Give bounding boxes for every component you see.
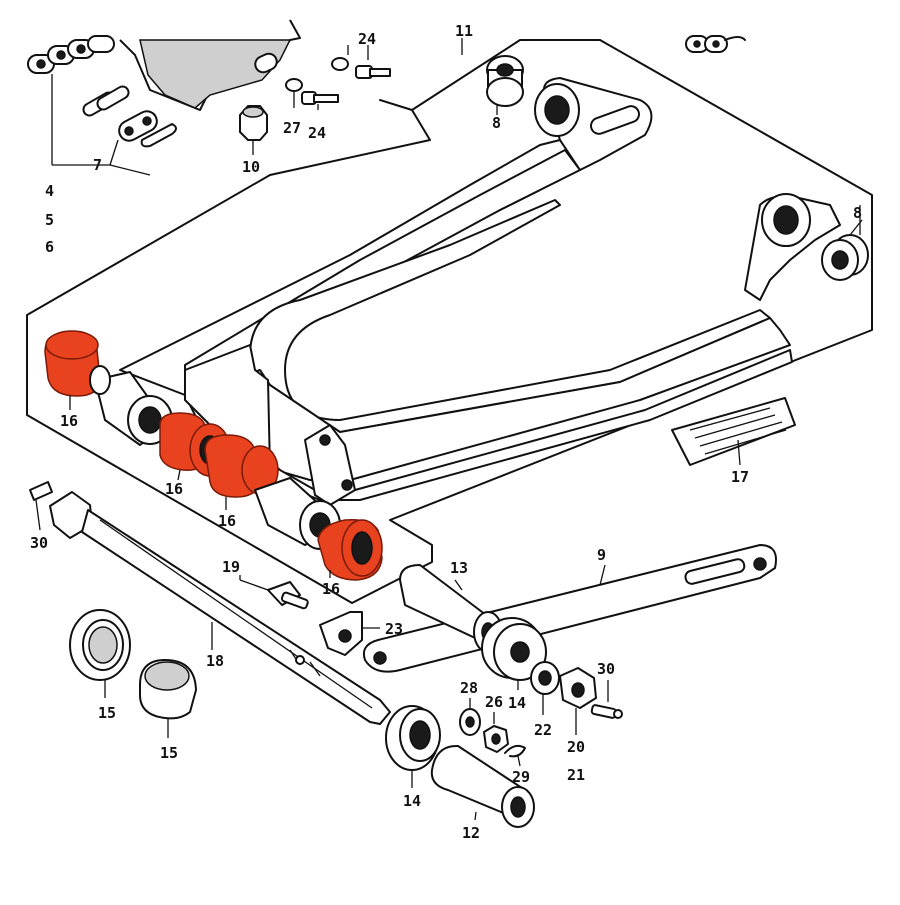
- callout-12: 12: [462, 824, 480, 842]
- pivot-bushing-set: [94, 371, 173, 446]
- drive-chain-part: [27, 35, 115, 74]
- callout-26: 26: [485, 693, 503, 711]
- callout-30-right: 30: [597, 660, 615, 678]
- thrust-washer-part-14-upper: [481, 617, 547, 690]
- bearing-part-15-b: [139, 659, 197, 738]
- callout-8-right: 8: [853, 204, 862, 222]
- callout-4: 4: [45, 182, 54, 200]
- callout-11: 11: [455, 22, 473, 40]
- label-decal-part-17: [671, 397, 796, 466]
- callout-15-a: 15: [98, 704, 116, 722]
- sleeve-part-12: [430, 744, 535, 828]
- callout-24-top: 24: [358, 30, 376, 48]
- callout-28: 28: [460, 679, 478, 697]
- callout-15-b: 15: [160, 744, 178, 762]
- washer-part-22: [530, 661, 560, 715]
- swing-arm: [119, 77, 869, 506]
- callout-22: 22: [534, 721, 552, 739]
- cotter-pin-part-30-right: [590, 680, 623, 719]
- washer-part-28: [459, 698, 481, 736]
- callout-labels: 4 5 6 7 8 8 9 10 11 12 13 14 14 15 15 16…: [30, 22, 862, 842]
- callout-16-center-b: 16: [218, 512, 236, 530]
- callout-6: 6: [45, 238, 54, 256]
- bushing-part-16-center-b: [204, 434, 279, 498]
- callout-9: 9: [597, 546, 606, 564]
- nut-part-20: [559, 667, 597, 735]
- nut-part-26: [483, 712, 509, 753]
- frame-bracket-part: [119, 19, 301, 111]
- bracket-part-23: [319, 611, 380, 656]
- assembly-boundary: [26, 39, 873, 604]
- callout-17: 17: [731, 468, 749, 486]
- pivot-shaft-part-18: [29, 481, 391, 725]
- bearing-part-14-lower: [385, 705, 441, 788]
- callout-20: 20: [567, 738, 585, 756]
- bolt-part-24-top: [331, 45, 391, 79]
- callout-7: 7: [93, 156, 102, 174]
- callout-5: 5: [45, 211, 54, 229]
- callout-23: 23: [385, 620, 403, 638]
- callout-21: 21: [567, 766, 585, 784]
- bushing-part-16-right: [317, 518, 383, 581]
- chain-joint-part: [82, 85, 177, 148]
- callout-29: 29: [512, 768, 530, 786]
- callout-24-lower: 24: [308, 124, 326, 142]
- callout-leaders: [69, 38, 861, 650]
- nut-part-10: [239, 105, 268, 155]
- bushing-part-16-left: [44, 330, 111, 397]
- bushing-part-8-top: [486, 55, 524, 115]
- bolt-part-19: [239, 575, 309, 610]
- callout-18: 18: [206, 652, 224, 670]
- callout-27: 27: [283, 119, 301, 137]
- callout-13: 13: [450, 559, 468, 577]
- callout-14-upper: 14: [508, 694, 526, 712]
- callout-16-right: 16: [322, 580, 340, 598]
- bolt-part-24-lower: [285, 78, 339, 110]
- callout-30-left: 30: [30, 534, 48, 552]
- bearing-part-15-a: [69, 609, 131, 698]
- callout-8-top: 8: [492, 114, 501, 132]
- callout-14-lower: 14: [403, 792, 421, 810]
- chain-part-right: [685, 35, 746, 53]
- leader-lines-chain: [51, 74, 151, 176]
- callout-16-center-a: 16: [165, 480, 183, 498]
- torque-link-part-9: [362, 544, 777, 673]
- clip-part-29: [504, 744, 526, 767]
- callout-16-left: 16: [60, 412, 78, 430]
- callout-19: 19: [222, 558, 240, 576]
- callout-10: 10: [242, 158, 260, 176]
